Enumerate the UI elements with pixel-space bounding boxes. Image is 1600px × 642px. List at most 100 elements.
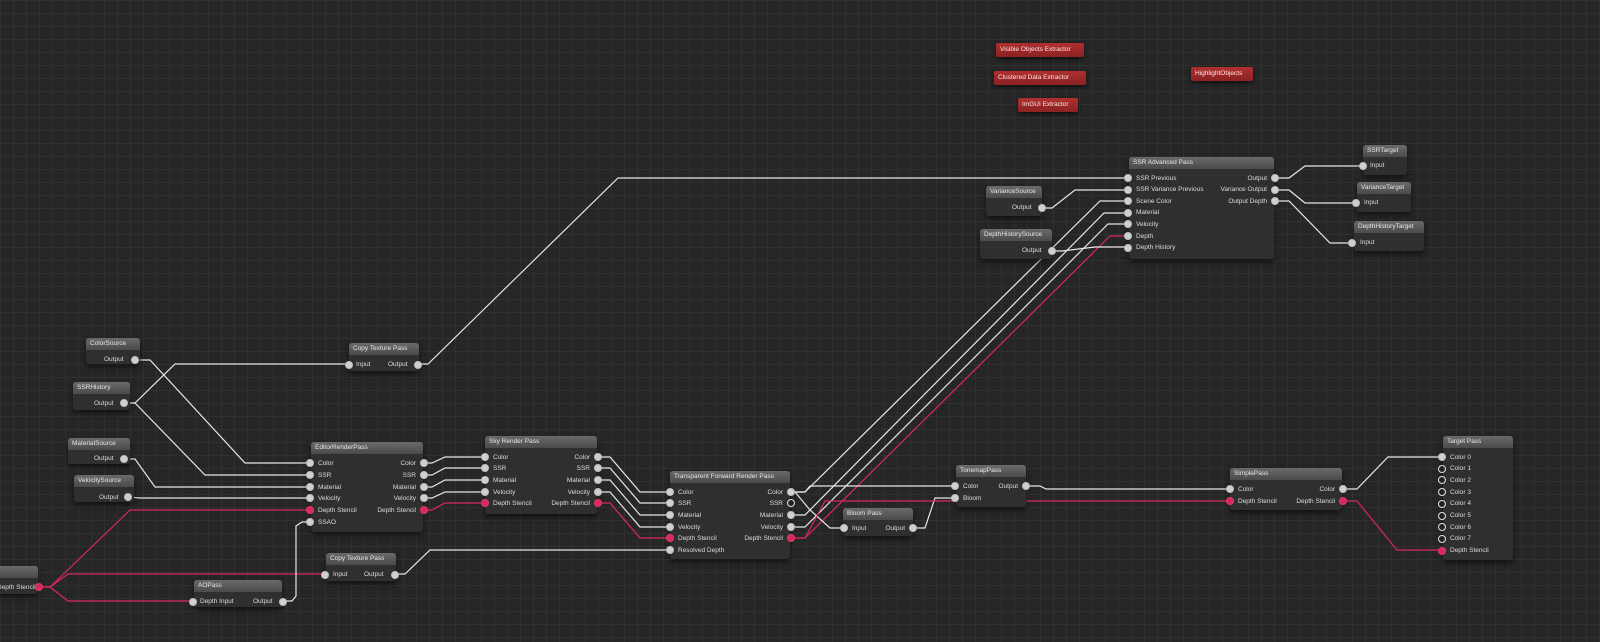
node-header[interactable] — [0, 566, 38, 578]
simple-pass-node[interactable]: SimplePass — [1230, 468, 1342, 510]
tf-input-ssr-port[interactable] — [666, 499, 674, 507]
simple-output-depth-stencil-port[interactable] — [1339, 497, 1347, 505]
ssr-adv-output-variance-output-port[interactable] — [1271, 185, 1279, 194]
editor-output-ssr-port[interactable] — [420, 471, 428, 479]
transparent-forward-render-pass-node[interactable]: Transparent Forward Render Pass — [670, 471, 790, 559]
target-input-color-2-port[interactable] — [1438, 476, 1446, 485]
node-header[interactable]: ColorSource — [86, 338, 140, 350]
copy-texture-1-input-port[interactable] — [345, 361, 353, 369]
node-header[interactable]: SSRHistory — [73, 382, 130, 394]
editor-output-material-port[interactable] — [420, 483, 428, 491]
variance-source-output-port[interactable] — [1038, 204, 1046, 212]
target-input-color-5-port[interactable] — [1438, 511, 1446, 520]
node-header[interactable]: VarianceSource — [986, 186, 1042, 198]
sky-input-material-port[interactable] — [481, 476, 489, 484]
velocity-source-output-port[interactable] — [124, 493, 132, 501]
tf-input-material-port[interactable] — [666, 511, 674, 519]
sky-input-depth-stencil-port[interactable] — [481, 499, 489, 507]
node-header[interactable]: VarianceTarget — [1357, 182, 1411, 194]
copy-texture-pass-2-node[interactable]: Copy Texture Pass — [326, 553, 396, 581]
editor-input-velocity-port[interactable] — [306, 494, 314, 502]
editor-input-color-port[interactable] — [306, 459, 314, 467]
bloom-input-port[interactable] — [840, 524, 848, 532]
clustered-data-extractor-node[interactable]: Clustered Data Extractor — [994, 71, 1086, 85]
ssr-adv-input-depth-port[interactable] — [1124, 232, 1132, 240]
depth-history-target-input-port[interactable] — [1348, 239, 1356, 247]
editor-input-ssao-port[interactable] — [306, 518, 314, 526]
tonemap-pass-node[interactable]: TonemapPass — [956, 465, 1026, 507]
tf-output-velocity-port[interactable] — [787, 523, 795, 531]
target-input-color-0-port[interactable] — [1438, 453, 1446, 461]
sky-output-color-port[interactable] — [594, 453, 602, 461]
sky-input-ssr-port[interactable] — [481, 464, 489, 472]
node-header[interactable]: Copy Texture Pass — [349, 343, 419, 355]
editor-render-pass-node[interactable]: EditorRenderPass — [311, 442, 423, 532]
ao-pass-input-port[interactable] — [189, 598, 197, 606]
copy-texture-2-output-port[interactable] — [391, 571, 399, 579]
imgui-extractor-node[interactable]: ImGUI Extractor — [1018, 98, 1078, 112]
color-source-output-port[interactable] — [131, 356, 139, 364]
editor-output-velocity-port[interactable] — [420, 494, 428, 502]
node-header[interactable]: DepthHistoryTarget — [1354, 221, 1424, 233]
ao-pass-output-port[interactable] — [279, 598, 287, 606]
tf-input-velocity-port[interactable] — [666, 523, 674, 531]
ssr-adv-input-scene-color-port[interactable] — [1124, 197, 1132, 206]
bloom-output-port[interactable] — [909, 524, 917, 532]
node-header[interactable]: SSR Advanced Pass — [1129, 157, 1274, 169]
target-input-color-1-port[interactable] — [1438, 464, 1446, 473]
node-header[interactable]: MaterialSource — [68, 438, 130, 450]
editor-output-color-port[interactable] — [420, 459, 428, 467]
target-input-color-3-port[interactable] — [1438, 488, 1446, 497]
sky-input-velocity-port[interactable] — [481, 488, 489, 496]
material-source-output-port[interactable] — [120, 455, 128, 463]
tf-output-depth-stencil-port[interactable] — [787, 534, 795, 542]
depth-history-source-output-port[interactable] — [1048, 247, 1056, 255]
node-header[interactable]: Bloom Pass — [843, 508, 913, 520]
depth-source-output-port[interactable] — [35, 583, 43, 591]
tonemap-input-color-port[interactable] — [951, 482, 959, 490]
node-header[interactable]: SimplePass — [1230, 468, 1342, 480]
tf-input-depth-stencil-port[interactable] — [666, 534, 674, 542]
editor-input-material-port[interactable] — [306, 483, 314, 491]
tf-input-resolved-depth-port[interactable] — [666, 546, 674, 554]
tonemap-output-port[interactable] — [1022, 482, 1030, 490]
depth-history-source-node[interactable]: DepthHistorySource — [980, 229, 1052, 259]
material-source-node[interactable]: MaterialSource — [68, 438, 130, 464]
copy-texture-pass-1-node[interactable]: Copy Texture Pass — [349, 343, 419, 371]
simple-input-color-port[interactable] — [1226, 485, 1234, 493]
ssr-adv-input-ssr-variance-previous-port[interactable] — [1124, 185, 1132, 194]
target-input-depth-stencil-port[interactable] — [1438, 546, 1446, 555]
target-input-color-6-port[interactable] — [1438, 523, 1446, 532]
velocity-source-node[interactable]: VelocitySource — [74, 475, 134, 502]
sky-output-material-port[interactable] — [594, 476, 602, 484]
target-input-color-7-port[interactable] — [1438, 534, 1446, 543]
highlight-objects-node[interactable]: HighlightObjects — [1191, 67, 1253, 81]
sky-render-pass-node[interactable]: Sky Render Pass — [485, 436, 597, 514]
node-header[interactable]: Target Pass — [1443, 436, 1513, 448]
bloom-pass-node[interactable]: Bloom Pass — [843, 508, 913, 536]
node-header[interactable]: Sky Render Pass — [485, 436, 597, 448]
visible-objects-extractor-node[interactable]: Visible Objects Extractor — [996, 43, 1084, 57]
node-header[interactable]: AOPass — [194, 580, 282, 592]
ssr-advanced-pass-node[interactable]: SSR Advanced Pass — [1129, 157, 1274, 259]
node-header[interactable]: DepthHistorySource — [980, 229, 1052, 241]
simple-input-depth-stencil-port[interactable] — [1226, 497, 1234, 505]
tf-output-color-port[interactable] — [787, 488, 795, 496]
simple-output-color-port[interactable] — [1339, 485, 1347, 493]
node-header[interactable]: EditorRenderPass — [311, 442, 423, 454]
copy-texture-1-output-port[interactable] — [414, 361, 422, 369]
sky-input-color-port[interactable] — [481, 453, 489, 461]
tonemap-input-bloom-port[interactable] — [951, 494, 959, 502]
node-header[interactable]: Copy Texture Pass — [326, 553, 396, 565]
ssr-target-input-port[interactable] — [1359, 162, 1367, 170]
ssr-adv-input-ssr-previous-port[interactable] — [1124, 174, 1132, 182]
ssr-adv-input-velocity-port[interactable] — [1124, 220, 1132, 229]
sky-output-ssr-port[interactable] — [594, 464, 602, 472]
sky-output-depth-stencil-port[interactable] — [594, 499, 602, 507]
ao-pass-node[interactable]: AOPass — [194, 580, 282, 607]
depth-source-node[interactable] — [0, 566, 38, 594]
copy-texture-2-input-port[interactable] — [321, 571, 329, 579]
tf-output-ssr-port[interactable] — [787, 499, 795, 507]
tf-input-color-port[interactable] — [666, 488, 674, 496]
sky-output-velocity-port[interactable] — [594, 488, 602, 496]
